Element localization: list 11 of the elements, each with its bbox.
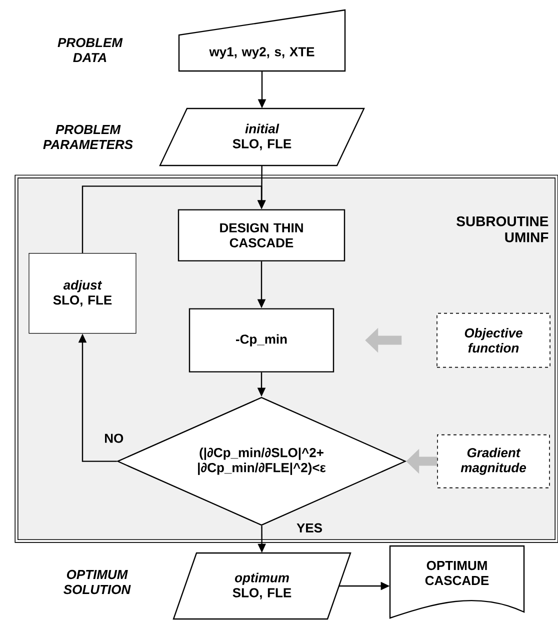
- side-caption: PROBLEM DATA: [58, 38, 123, 62]
- side-caption: PROBLEM PARAMETERS: [43, 124, 133, 150]
- side-caption: OPTIMUM SOLUTION: [64, 570, 131, 594]
- data-parallelogram: initial SLO, FLE: [159, 108, 365, 166]
- dashed-note-box: Objective function: [436, 312, 550, 368]
- dashed-note-box: Gradient magnitude: [437, 434, 550, 488]
- data-parallelogram: optimum SLO, FLE: [172, 552, 352, 620]
- process-box: -Cp_min: [188, 308, 334, 372]
- arrow: [82, 186, 266, 253]
- process-box: adjust SLO, FLE: [28, 253, 136, 334]
- process-box: DESIGN THIN CASCADE: [178, 209, 346, 262]
